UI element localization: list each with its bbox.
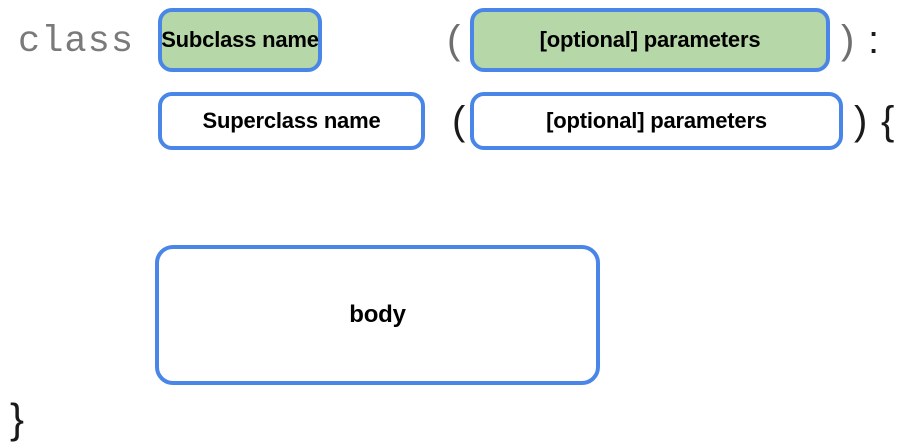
body-label: body xyxy=(349,301,406,328)
line2-close-paren: ) xyxy=(854,99,868,143)
line1-colon: : xyxy=(868,18,880,62)
line2-open-paren: ( xyxy=(452,99,466,143)
body-slot[interactable]: body xyxy=(155,245,600,385)
superclass-name-slot[interactable]: Superclass name xyxy=(158,92,425,150)
class-keyword: class xyxy=(18,21,135,63)
superclass-parameters-label: [optional] parameters xyxy=(546,108,767,133)
subclass-name-label: Subclass name xyxy=(161,27,319,52)
line1-close-paren: ) xyxy=(841,18,855,62)
line1-open-paren: ( xyxy=(447,18,461,62)
superclass-name-label: Superclass name xyxy=(202,108,381,133)
subclass-parameters-label: [optional] parameters xyxy=(539,27,761,52)
line2-open-brace: { xyxy=(881,99,895,143)
superclass-parameters-slot[interactable]: [optional] parameters xyxy=(470,92,843,150)
subclass-name-slot[interactable]: Subclass name xyxy=(158,8,322,72)
subclass-parameters-slot[interactable]: [optional] parameters xyxy=(470,8,830,72)
closing-brace: } xyxy=(10,395,25,442)
